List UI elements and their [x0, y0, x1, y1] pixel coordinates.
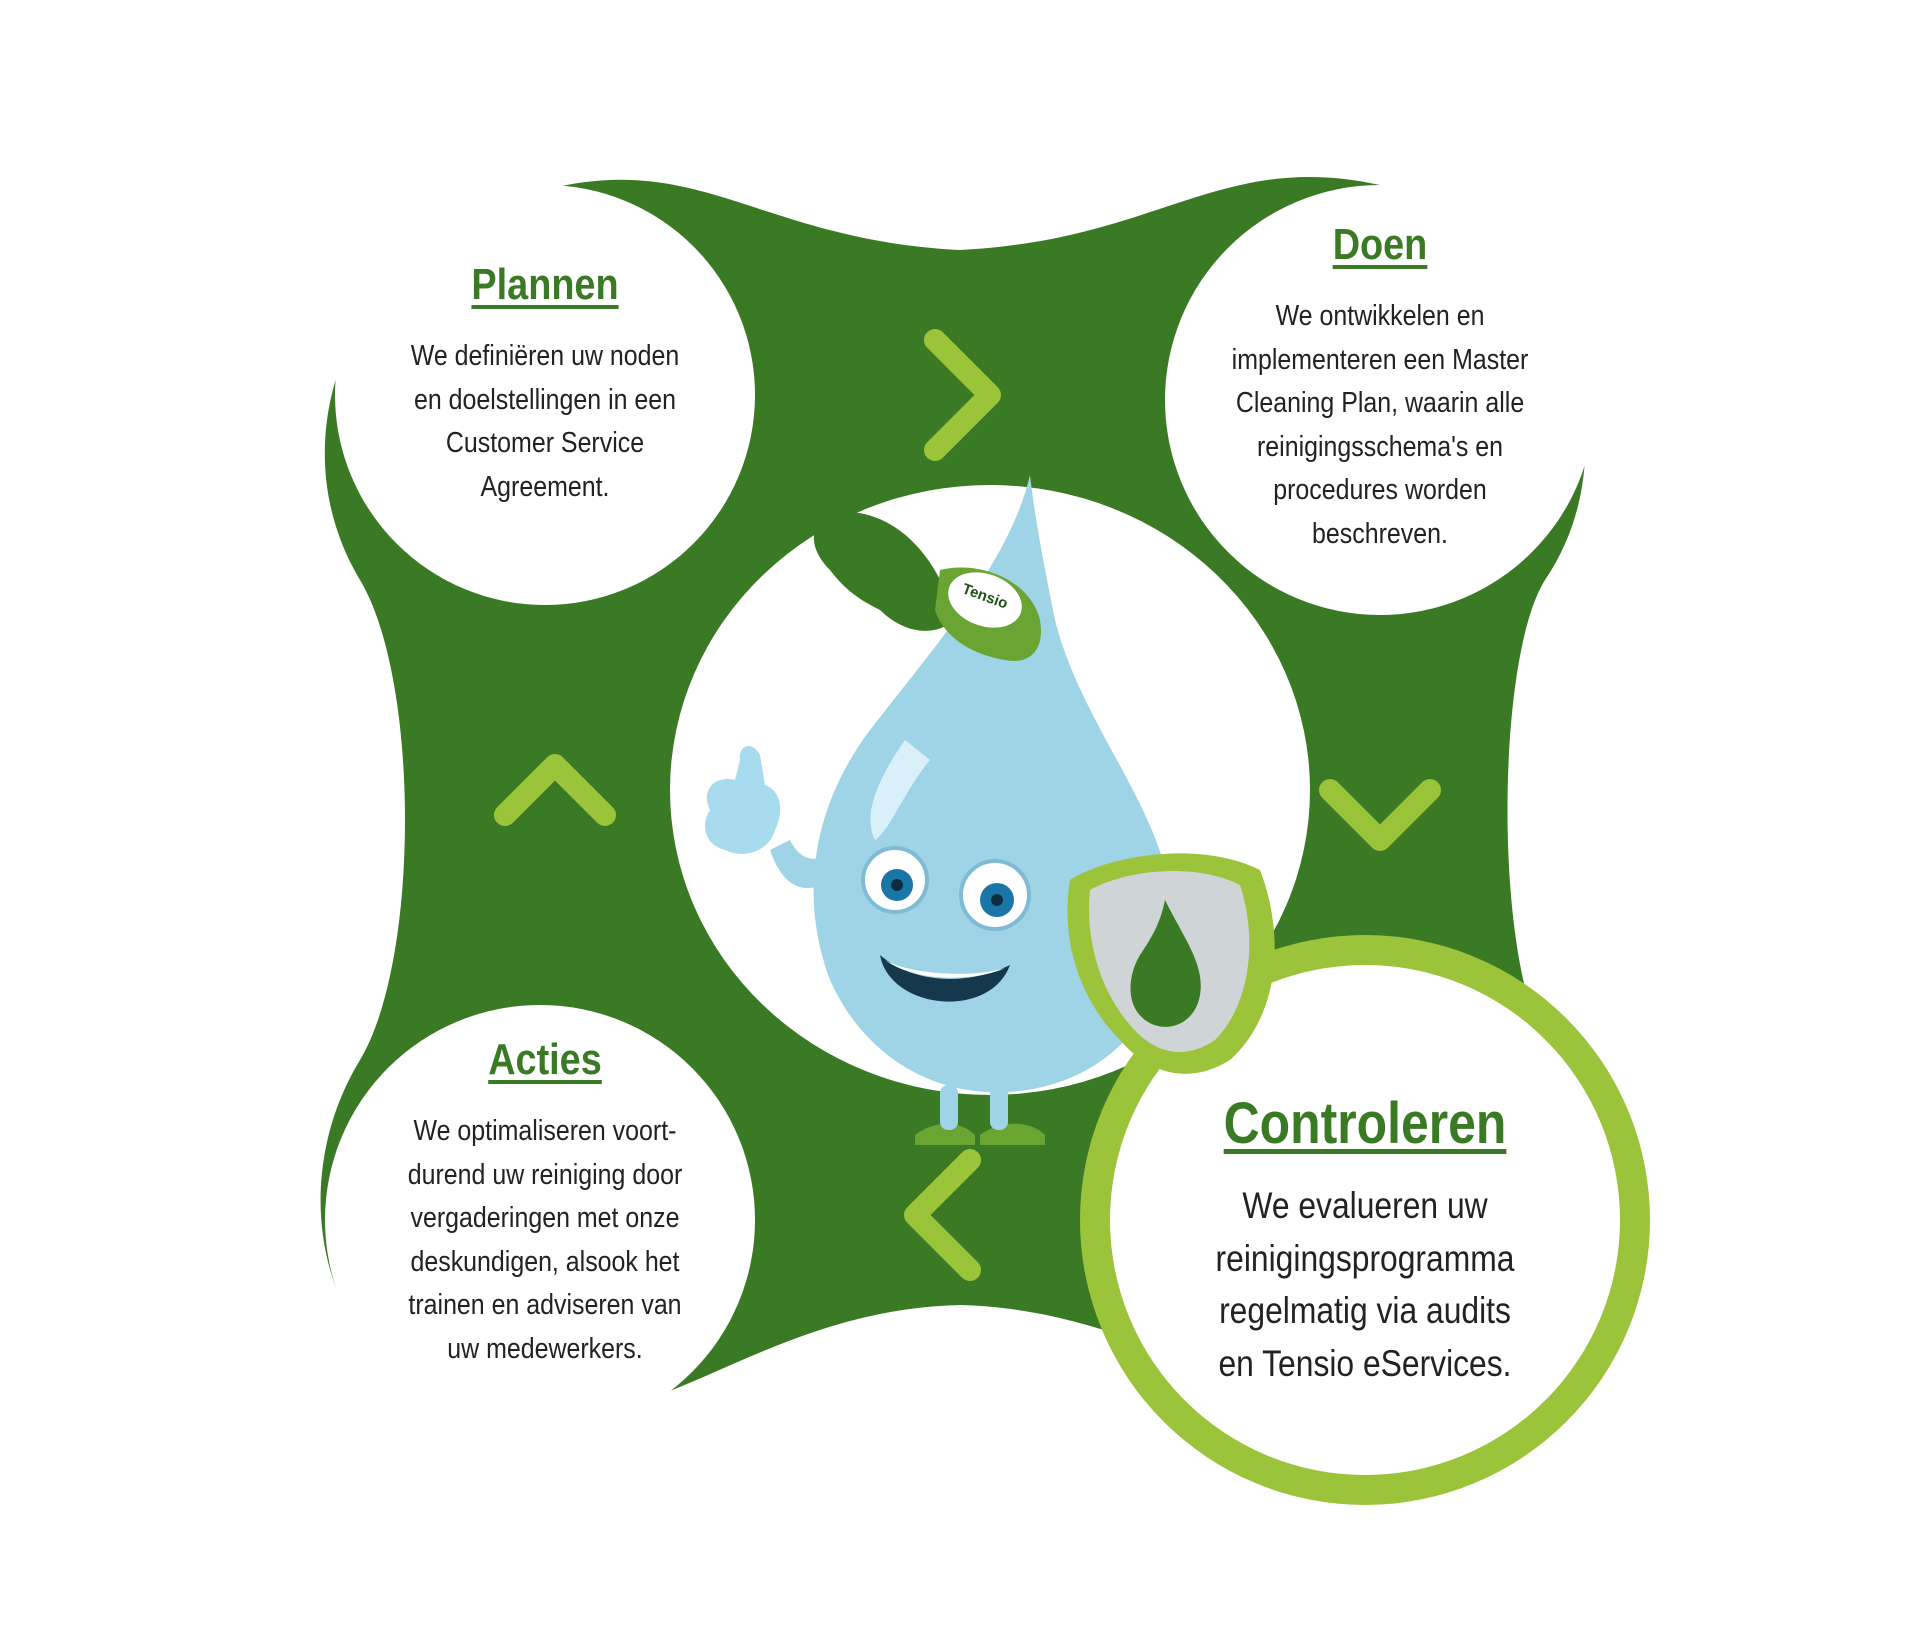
acties-text: We optimaliseren voort- durend uw reinig… [369, 1110, 722, 1371]
plannen-line-1: We definiëren uw noden [410, 340, 680, 372]
arrow-right-icon [924, 329, 1001, 461]
cap-brim [813, 511, 955, 631]
thumbs-up-hand [705, 745, 781, 854]
controleren-title: Controleren [1223, 1091, 1507, 1156]
acties-title: Acties [488, 1035, 602, 1084]
controleren-circle [1110, 965, 1620, 1475]
plannen-line-3: Customer Service [445, 427, 645, 459]
acties-line-1: We optimaliseren voort- [413, 1115, 677, 1147]
smile-teeth [885, 960, 1005, 978]
arrow-left-icon [904, 1149, 981, 1281]
shield-drop-emblem [1130, 900, 1201, 1027]
controleren-line-3: regelmatig via audits [1219, 1290, 1511, 1332]
controleren-line-1: We evalueren uw [1242, 1185, 1488, 1226]
doen-title: Doen [1332, 220, 1428, 269]
acties-circle [325, 1005, 755, 1435]
water-drop-mascot [705, 475, 1275, 1145]
acties-line-5: trainen en adviseren van [408, 1289, 682, 1321]
left-foot [915, 1123, 975, 1145]
right-pupil-dot [991, 894, 1003, 906]
doen-circle [1165, 185, 1595, 615]
right-leg [990, 1085, 1008, 1130]
controleren-line-4: en Tensio eServices. [1218, 1342, 1512, 1384]
arrow-up-icon [494, 754, 616, 826]
acties-line-6: uw medewerkers. [447, 1332, 643, 1365]
acties-line-3: vergaderingen met onze [410, 1202, 680, 1234]
smile [880, 955, 1010, 1002]
doen-line-4: reinigingsschema's en [1257, 430, 1503, 463]
doen-text: We ontwikkelen en implementeren een Mast… [1208, 295, 1552, 556]
plannen-line-2: en doelstellingen in een [413, 383, 677, 416]
left-pupil-dot [891, 879, 903, 891]
plannen-text: We definiëren uw noden en doelstellingen… [373, 335, 717, 509]
plannen-line-4: Agreement. [480, 470, 610, 503]
doen-line-1: We ontwikkelen en [1275, 300, 1485, 332]
doen-line-3: Cleaning Plan, waarin alle [1235, 387, 1525, 419]
plannen-circle [335, 185, 755, 605]
acties-line-4: deskundigen, alsook het [410, 1245, 680, 1278]
controleren-line-2: reinigingsprogramma [1215, 1237, 1515, 1279]
left-leg [940, 1085, 958, 1130]
doen-line-6: beschreven. [1312, 517, 1448, 550]
acties-line-2: durend uw reiniging door [407, 1158, 683, 1191]
plannen-title: Plannen [471, 260, 619, 309]
drop-highlight [870, 740, 930, 840]
arrow-down-icon [1319, 779, 1441, 851]
controleren-text: We evalueren uw reinigingsprogramma rege… [1150, 1180, 1580, 1390]
doen-line-5: procedures worden [1273, 474, 1487, 506]
cap-logo-patch [948, 572, 1022, 628]
doen-line-2: implementeren een Master [1231, 343, 1529, 376]
